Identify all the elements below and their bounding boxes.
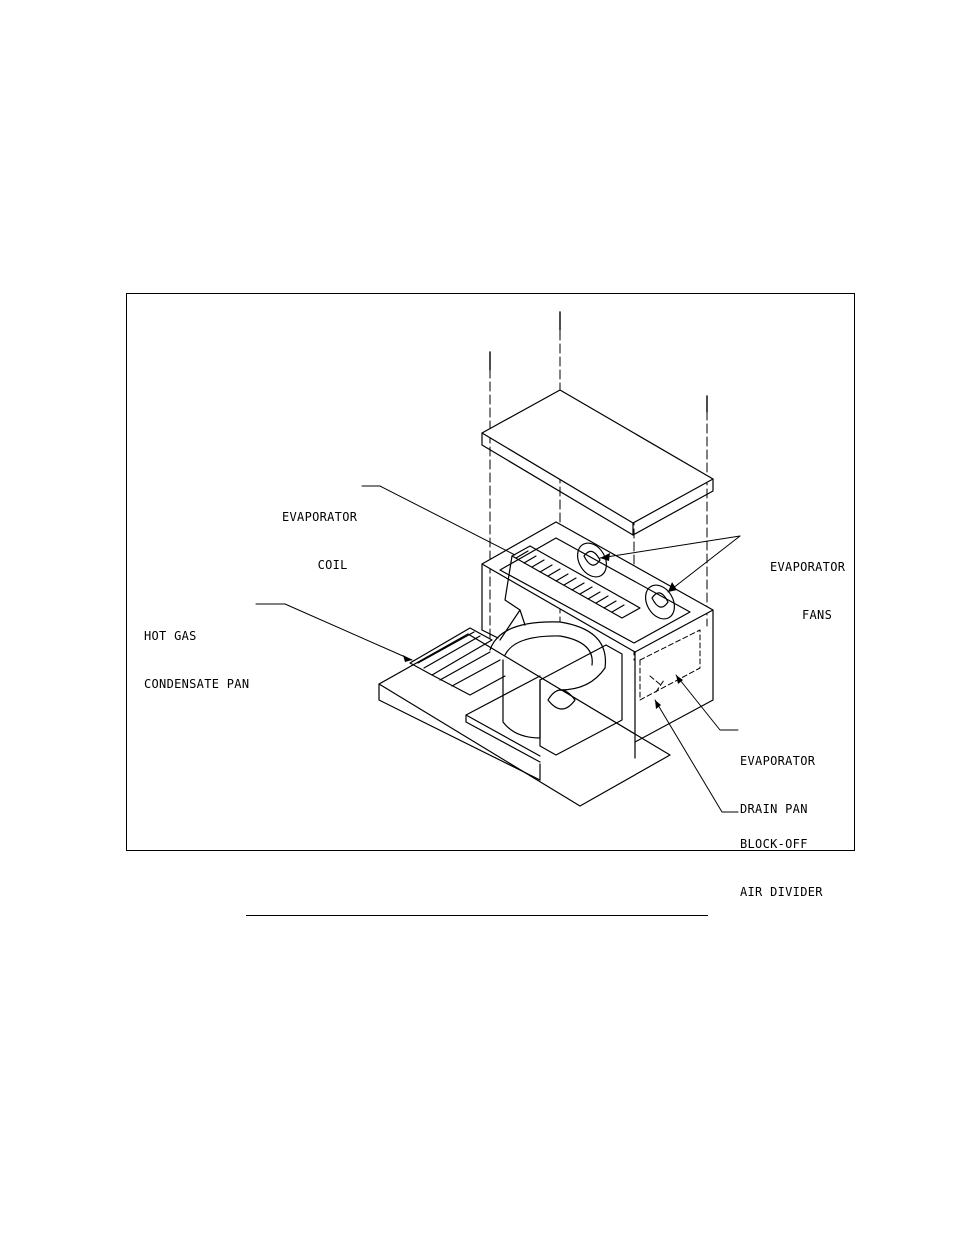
label-block-off-line1: BLOCK-OFF (740, 836, 823, 852)
label-hot-gas-line1: HOT GAS (144, 628, 249, 644)
label-evaporator-coil-line1: EVAPORATOR (282, 509, 357, 525)
label-evaporator-coil: EVAPORATOR COIL (282, 477, 357, 589)
label-block-off-line2: AIR DIVIDER (740, 884, 823, 900)
label-evaporator-fans-line1: EVAPORATOR (770, 559, 845, 575)
label-hot-gas-condensate-pan: HOT GAS CONDENSATE PAN (144, 596, 249, 708)
top-cover-panel (482, 390, 713, 535)
label-hot-gas-line2: CONDENSATE PAN (144, 676, 249, 692)
label-drain-pan-line1: EVAPORATOR (740, 753, 815, 769)
caption-rule (246, 915, 708, 916)
label-evaporator-fans-line2: FANS (770, 607, 845, 623)
label-block-off-air-divider: BLOCK-OFF AIR DIVIDER (740, 804, 823, 916)
label-evaporator-fans: EVAPORATOR FANS (770, 527, 845, 639)
label-evaporator-coil-line2: COIL (282, 557, 357, 573)
